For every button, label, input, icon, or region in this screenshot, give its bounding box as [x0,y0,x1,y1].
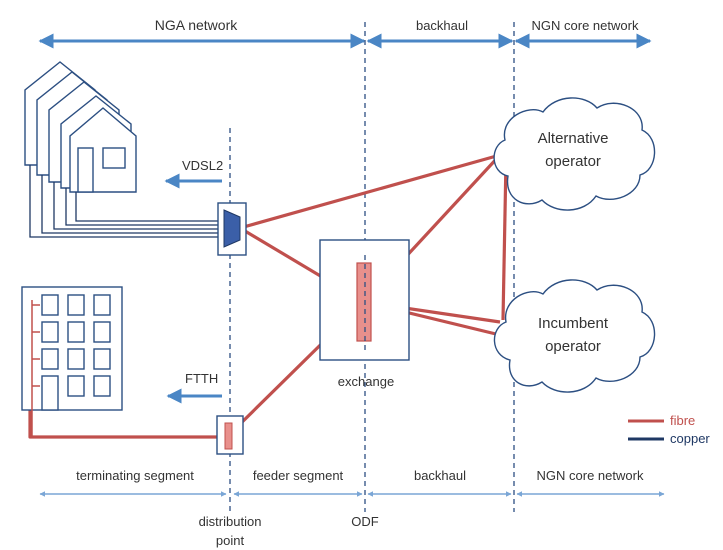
fibre-cabinet-to-alternative [239,153,501,230]
cloud-icon [493,279,656,393]
top-segment-bar: NGA network backhaul NGN core network [38,17,652,49]
cloud-icon [493,97,656,211]
backhaul-bottom-label: backhaul [414,468,466,483]
incumbent-operator-cloud: Incumbent operator [493,279,656,393]
incumbent-operator-label-1: Incumbent [538,315,609,332]
fibre-alternative-to-incumbent [501,159,508,321]
bottom-segment-bar: terminating segment feeder segment backh… [39,468,665,497]
splitter-shape [224,422,233,450]
core-top-label: NGN core network [532,18,639,33]
distribution-point-box [216,415,244,455]
copper-line [53,182,223,230]
alternative-operator-cloud: Alternative operator [493,97,656,211]
ftth-label: FTTH [185,371,218,386]
exchange-label: exchange [338,374,394,389]
house-window [102,147,126,169]
copper-line [41,175,223,234]
apartment-building [21,286,123,411]
legend: fibre copper [628,413,710,446]
building-windows [41,294,111,411]
alternative-operator-label-2: operator [545,153,601,170]
houses [24,61,137,193]
distribution-point-label-1: distribution [199,514,262,529]
ftth-indicator: FTTH [166,371,222,404]
incumbent-operator-label-2: operator [545,338,601,355]
odf-rack [356,262,372,342]
copper-line [29,165,223,238]
vdsl2-label: VDSL2 [182,158,223,173]
distribution-point-label-2: point [216,533,245,548]
core-bottom-label: NGN core network [537,468,644,483]
nga-network-label: NGA network [155,17,238,33]
backhaul-top-label: backhaul [416,18,468,33]
house-door [77,147,94,193]
copper-line [75,192,223,222]
terminating-segment-label: terminating segment [76,468,194,483]
in-building-fibre [32,304,40,387]
legend-fibre-label: fibre [670,413,695,428]
vdsl2-indicator: VDSL2 [164,158,223,189]
feeder-segment-label: feeder segment [253,468,344,483]
street-cabinet [217,202,247,256]
copper-line [65,188,223,226]
odf-label: ODF [351,514,379,529]
copper-lines [29,165,223,238]
dslam-shape [223,209,241,248]
legend-copper-label: copper [670,431,710,446]
alternative-operator-label-1: Alternative [538,130,609,147]
